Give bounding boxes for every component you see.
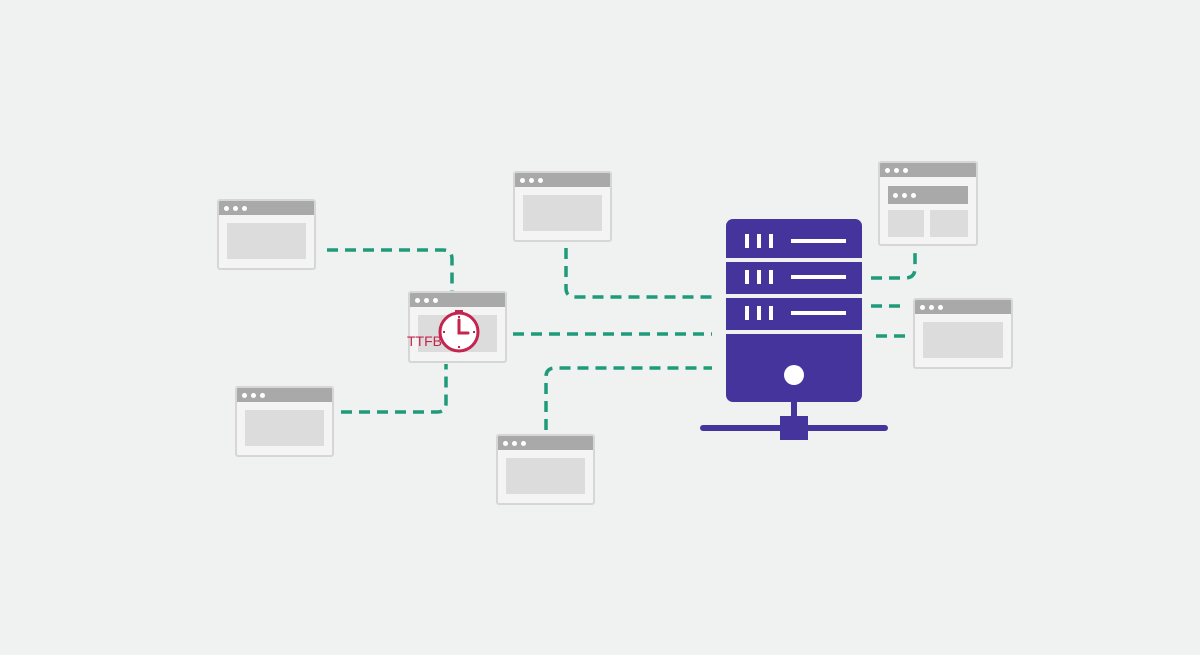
window-content (923, 322, 1003, 358)
browser-window-icon (217, 199, 316, 270)
inner-window-titlebar (888, 186, 968, 204)
window-content (523, 195, 602, 231)
window-content (227, 223, 306, 259)
connector-lines (327, 248, 917, 430)
connector-win2-server (564, 248, 712, 299)
browser-window-icon (913, 298, 1013, 369)
connector-win3-ttfb (341, 364, 448, 414)
window-titlebar (498, 436, 593, 450)
browser-window-icon (878, 161, 978, 246)
ttfb-label: TTFB (407, 333, 442, 349)
browser-window-icon (496, 434, 595, 505)
window-content (506, 458, 585, 494)
server-rack-icon (700, 219, 888, 440)
window-titlebar (515, 173, 610, 187)
window-panel-right (930, 210, 968, 237)
window-titlebar (915, 300, 1011, 314)
window-titlebar (410, 293, 505, 307)
window-titlebar (219, 201, 314, 215)
connector-server-win6 (871, 250, 917, 280)
clock-icon (438, 310, 480, 353)
window-titlebar (880, 163, 976, 177)
window-content (245, 410, 324, 446)
connector-win1-ttfb (327, 248, 454, 291)
connector-win4-server (544, 366, 712, 430)
browser-window-icon (513, 171, 612, 242)
window-panel-left (888, 210, 924, 237)
browser-window-icon (235, 386, 334, 457)
window-titlebar (237, 388, 332, 402)
